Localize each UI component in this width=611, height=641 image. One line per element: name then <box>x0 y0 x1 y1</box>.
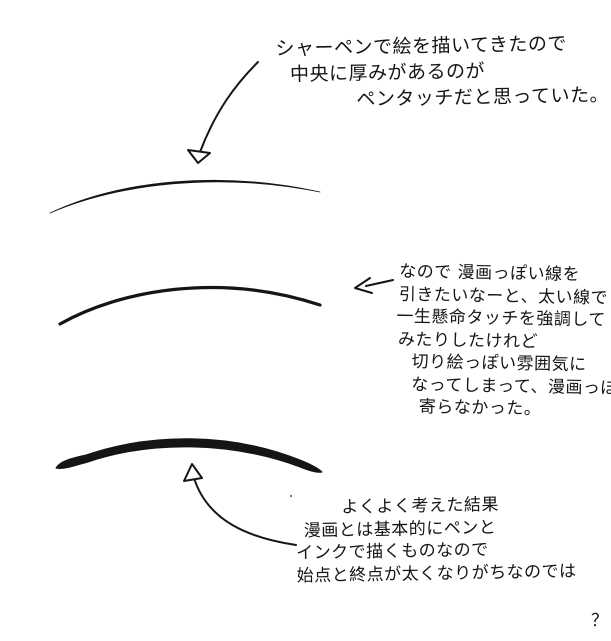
note-thick-line-attempt: なので 漫画っぽい線を 引きたいなーと、太い線で 一生懸命タッチを強調して みた… <box>396 260 611 422</box>
note-line: 漫画とは基本的にペンと <box>303 517 497 541</box>
center-weighted-stroke <box>49 179 321 214</box>
note-line: よくよく考えた結果 <box>341 494 500 518</box>
note-line: シャーペンで絵を描いてきたので <box>275 32 568 60</box>
end-weighted-stroke <box>55 438 323 473</box>
note-line: なので 漫画っぽい線を <box>399 261 581 285</box>
note-line: 中央に厚みがあるのが <box>289 60 486 86</box>
uniform-thick-stroke <box>58 285 322 326</box>
note-line: インクで描くものなので <box>296 540 489 564</box>
question-mark: ？ <box>591 611 609 631</box>
stray-dot <box>290 495 292 497</box>
arrow-to-thick-stroke <box>354 277 394 294</box>
note-conclusion: よくよく考えた結果 漫画とは基本的にペンと インクで描くものなので 始点と終点が… <box>295 492 577 587</box>
note-pencil-habit: シャーペンで絵を描いてきたので 中央に厚みがあるのが ペンタッチだと思っていた。 <box>275 33 609 112</box>
note-line: なってしまって、漫画っぽさに <box>411 374 611 399</box>
arrow-to-thin-stroke <box>187 61 259 164</box>
arrow-to-ink-stroke <box>183 463 297 546</box>
note-line: みたりしたけれど <box>397 329 539 352</box>
note-line: 切り絵っぽい雰囲気に <box>411 352 587 376</box>
note-line: 引きたいなーと、太い線で <box>398 284 609 308</box>
note-line: 一生懸命タッチを強調して <box>396 306 607 331</box>
note-line: ペンタッチだと思っていた。 <box>356 83 610 111</box>
